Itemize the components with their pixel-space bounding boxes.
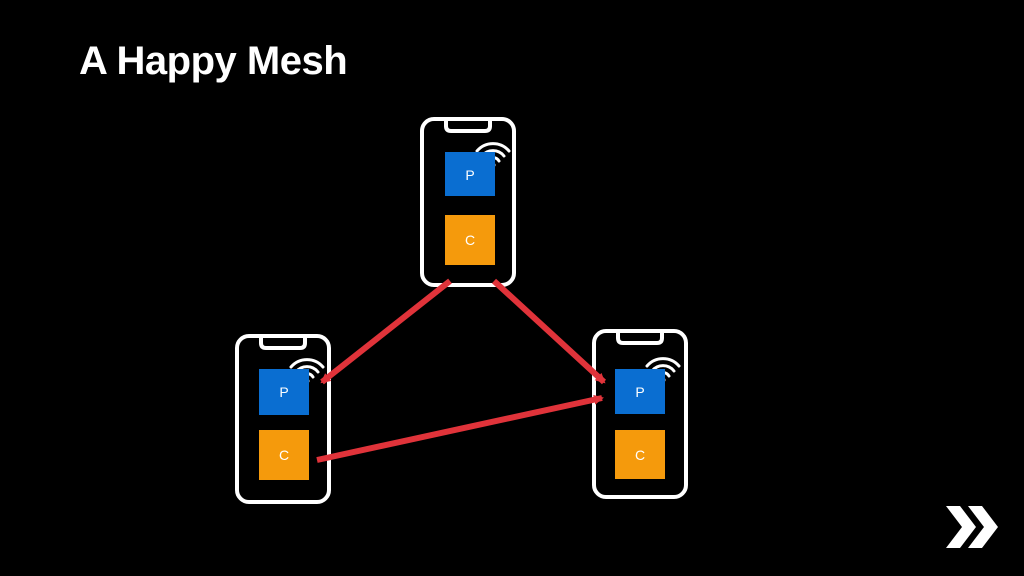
phone-notch <box>616 332 664 345</box>
producer-box <box>259 369 309 415</box>
phone-top: P C <box>420 117 516 287</box>
arrow-top-consumer-to-left-producer <box>320 278 452 385</box>
double-chevron-right-icon[interactable] <box>946 506 998 548</box>
producer-label: P <box>465 167 474 183</box>
producer-label: P <box>279 384 288 400</box>
consumer-box <box>445 215 495 265</box>
producer-label: P <box>635 384 644 400</box>
phone-left: P C <box>235 334 331 504</box>
consumer-label: C <box>635 447 645 463</box>
consumer-box <box>259 430 309 480</box>
phone-right: P C <box>592 329 688 499</box>
phone-notch <box>444 120 492 133</box>
phone-outline <box>420 117 516 287</box>
arrow-top-consumer-to-right-producer <box>491 278 607 385</box>
producer-box <box>615 369 665 414</box>
consumer-label: C <box>465 232 475 248</box>
consumer-box <box>615 430 665 479</box>
consumer-label: C <box>279 447 289 463</box>
producer-box <box>445 152 495 196</box>
slide-title: A Happy Mesh <box>79 39 348 83</box>
connections <box>316 278 607 463</box>
arrow-left-consumer-to-right-producer <box>316 394 604 463</box>
phone-outline <box>235 334 331 504</box>
phone-notch <box>259 337 307 350</box>
phone-outline <box>592 329 688 499</box>
